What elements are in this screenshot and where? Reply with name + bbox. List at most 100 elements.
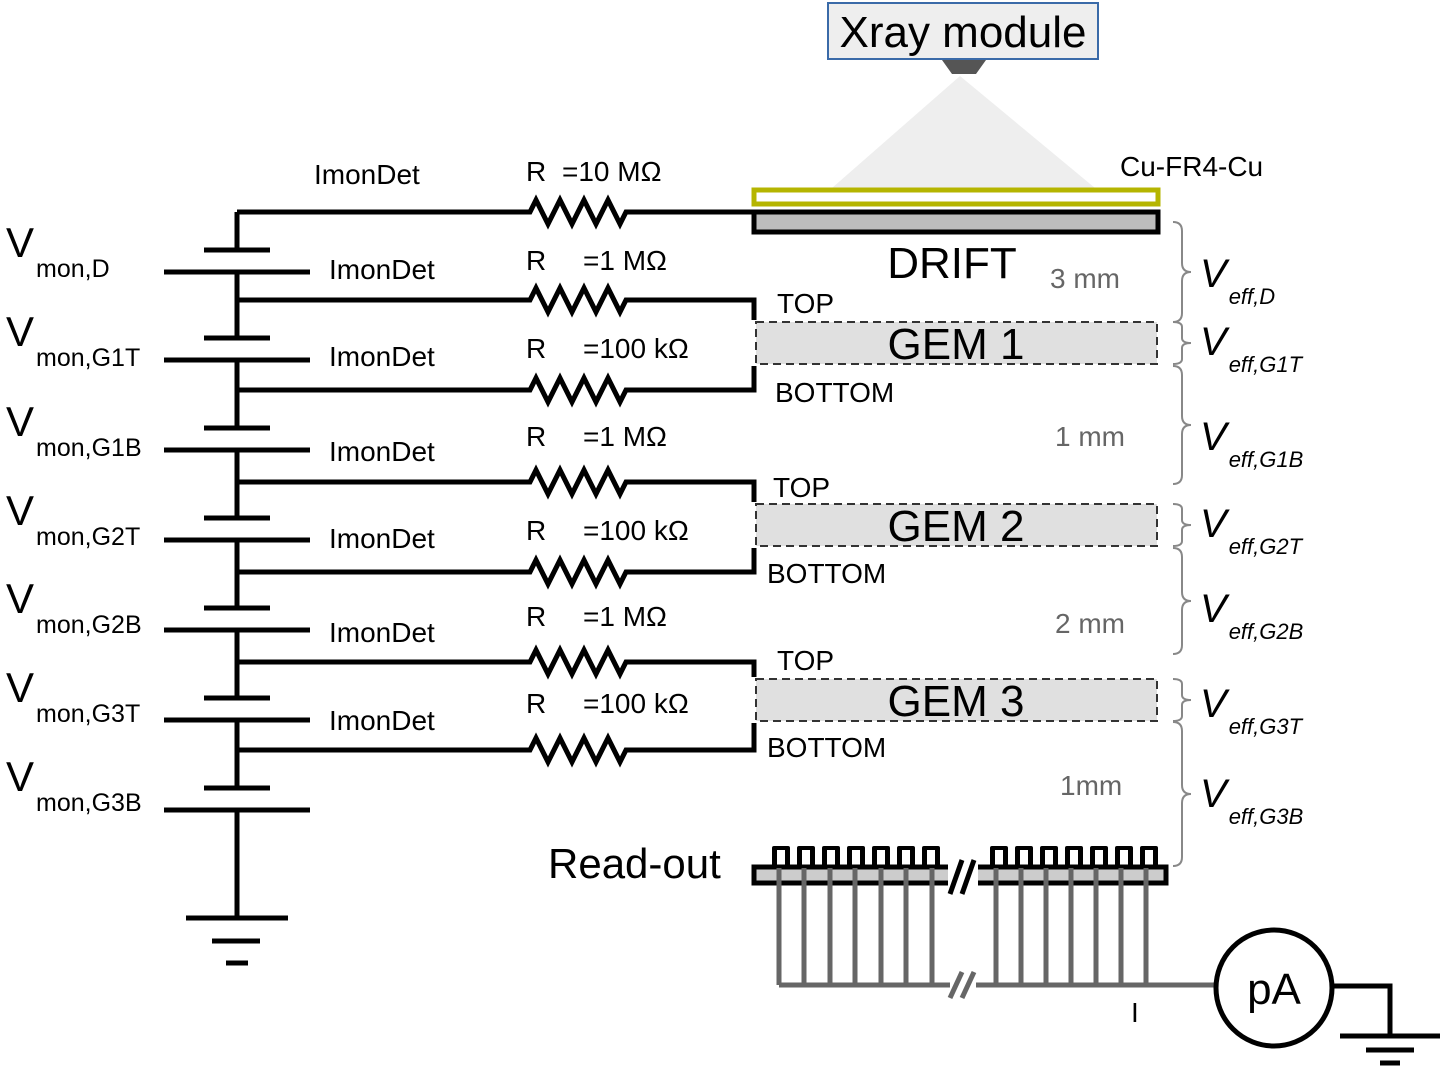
hv-battery-stack (164, 212, 310, 918)
veff-main: V (1200, 320, 1230, 364)
veff-sub: eff,G2T (1229, 534, 1304, 559)
ammeter-ground-wire (1332, 983, 1393, 1036)
veff-main: V (1200, 682, 1230, 726)
imon-label-g1b: ImonDet (329, 436, 435, 467)
vmon-main: V (6, 487, 34, 534)
gem-2-label: GEM 2 (888, 502, 1025, 551)
vmon-sub: mon,G1B (36, 434, 142, 462)
resistor-branches (237, 194, 757, 768)
vmon-sub: mon,G3B (36, 789, 142, 817)
r-value-g1b: =100 kΩ (583, 333, 689, 364)
ammeter-label: pA (1247, 965, 1301, 1014)
gem-2-foil (755, 503, 1158, 547)
pad-hole (995, 850, 1003, 865)
r-prefix-g1t: R (526, 245, 546, 276)
picoammeter: pA (1213, 927, 1335, 1049)
veff-sub: eff,D (1229, 284, 1276, 309)
imon-label-drift-top: ImonDet (314, 159, 420, 190)
r-prefix-g2t: R (526, 421, 546, 452)
r-prefix-g3t: R (526, 601, 546, 632)
readout-strips (776, 868, 1215, 988)
veff-g3t: Veff,G3T (1200, 682, 1304, 739)
xray-module: Xray module (827, 2, 1099, 188)
break-line (947, 970, 965, 1000)
veff-g1t: Veff,G1T (1200, 320, 1304, 377)
readout-label: Read-out (548, 840, 721, 887)
imon-label-g3t: ImonDet (329, 705, 435, 736)
cathode-label: Cu-FR4-Cu (1120, 151, 1263, 182)
vmon-main: V (6, 575, 34, 622)
pad-hole (802, 850, 810, 865)
pad-hole (1145, 850, 1153, 865)
veff-sub: eff,G1B (1229, 447, 1304, 472)
gem-2: GEM 2 (755, 502, 1158, 551)
imon-label-g2b: ImonDet (329, 617, 435, 648)
gem-1-label: GEM 1 (888, 320, 1025, 369)
gem-3-label: GEM 3 (888, 677, 1025, 726)
imon-label-g1t: ImonDet (329, 341, 435, 372)
pad-hole (877, 850, 885, 865)
veff-g2t: Veff,G2T (1200, 502, 1304, 559)
xray-module-label: Xray module (839, 8, 1086, 57)
vmon-g1b: Vmon,G1B (6, 398, 142, 462)
break-line (947, 859, 965, 895)
readout-pad-holes (777, 850, 1153, 865)
gem-1-bottom-label: BOTTOM (775, 377, 894, 408)
veff-g2b: Veff,G2B (1200, 587, 1303, 644)
vmon-g2t: Vmon,G2T (6, 487, 140, 551)
gap-induction-label: 1mm (1060, 770, 1122, 801)
pad-hole (1070, 850, 1078, 865)
gem-3: GEM 3 (755, 677, 1158, 726)
brace-g2 (1172, 503, 1192, 547)
xray-module-box (827, 2, 1099, 60)
resistor-drift (237, 194, 754, 230)
veff-g1b: Veff,G1B (1200, 415, 1303, 472)
pad-hole (1045, 850, 1053, 865)
brace-g3 (1172, 678, 1192, 722)
veff-labels: Veff,D Veff,G1T Veff,G1B Veff,G2T Veff,G… (1200, 252, 1304, 829)
break-line (959, 970, 977, 1000)
veff-main: V (1200, 587, 1230, 631)
vmon-main: V (6, 308, 34, 355)
gem-2-top-label: TOP (773, 472, 830, 503)
vmon-main: V (6, 219, 34, 266)
vmon-d: Vmon,D (6, 219, 110, 283)
vmon-sub: mon,G2B (36, 611, 142, 639)
vmon-g1t: Vmon,G1T (6, 308, 140, 372)
vmon-g2b: Vmon,G2B (6, 575, 142, 639)
veff-main: V (1200, 502, 1230, 546)
resistor-g2-top (237, 464, 757, 502)
pad-hole (777, 850, 785, 865)
r-value-g1t: =1 MΩ (583, 245, 667, 276)
drift-label: DRIFT (887, 239, 1017, 288)
veff-main: V (1200, 252, 1230, 296)
veff-sub: eff,G1T (1229, 352, 1304, 377)
r-value-drift: =10 MΩ (562, 156, 662, 187)
r-prefix-g1b: R (526, 333, 546, 364)
resistor-g3-top (237, 644, 757, 680)
pad-hole (927, 850, 935, 865)
break-marks (947, 855, 978, 1000)
gem-3-top-label: TOP (777, 645, 834, 676)
gem-1: GEM 1 (755, 320, 1158, 369)
gap-drift-label: 3 mm (1050, 263, 1120, 294)
gap-braces (1172, 221, 1192, 867)
gem-3-foil (755, 678, 1158, 722)
pad-hole (852, 850, 860, 865)
vmon-g3b: Vmon,G3B (6, 753, 142, 817)
veff-sub: eff,G2B (1229, 619, 1304, 644)
r-value-g3t: =1 MΩ (583, 601, 667, 632)
xray-beam (832, 76, 1095, 188)
vmon-sub: mon,D (36, 255, 110, 283)
vmon-main: V (6, 664, 34, 711)
r-prefix-g3b: R (526, 688, 546, 719)
r-value-g2t: =1 MΩ (583, 421, 667, 452)
pad-hole (902, 850, 910, 865)
veff-main: V (1200, 415, 1230, 459)
gem-1-top-label: TOP (777, 288, 834, 319)
brace-g1 (1172, 321, 1192, 365)
gap-transfer-2-label: 2 mm (1055, 608, 1125, 639)
vmon-sub: mon,G1T (36, 344, 140, 372)
brace-drift (1172, 221, 1192, 323)
